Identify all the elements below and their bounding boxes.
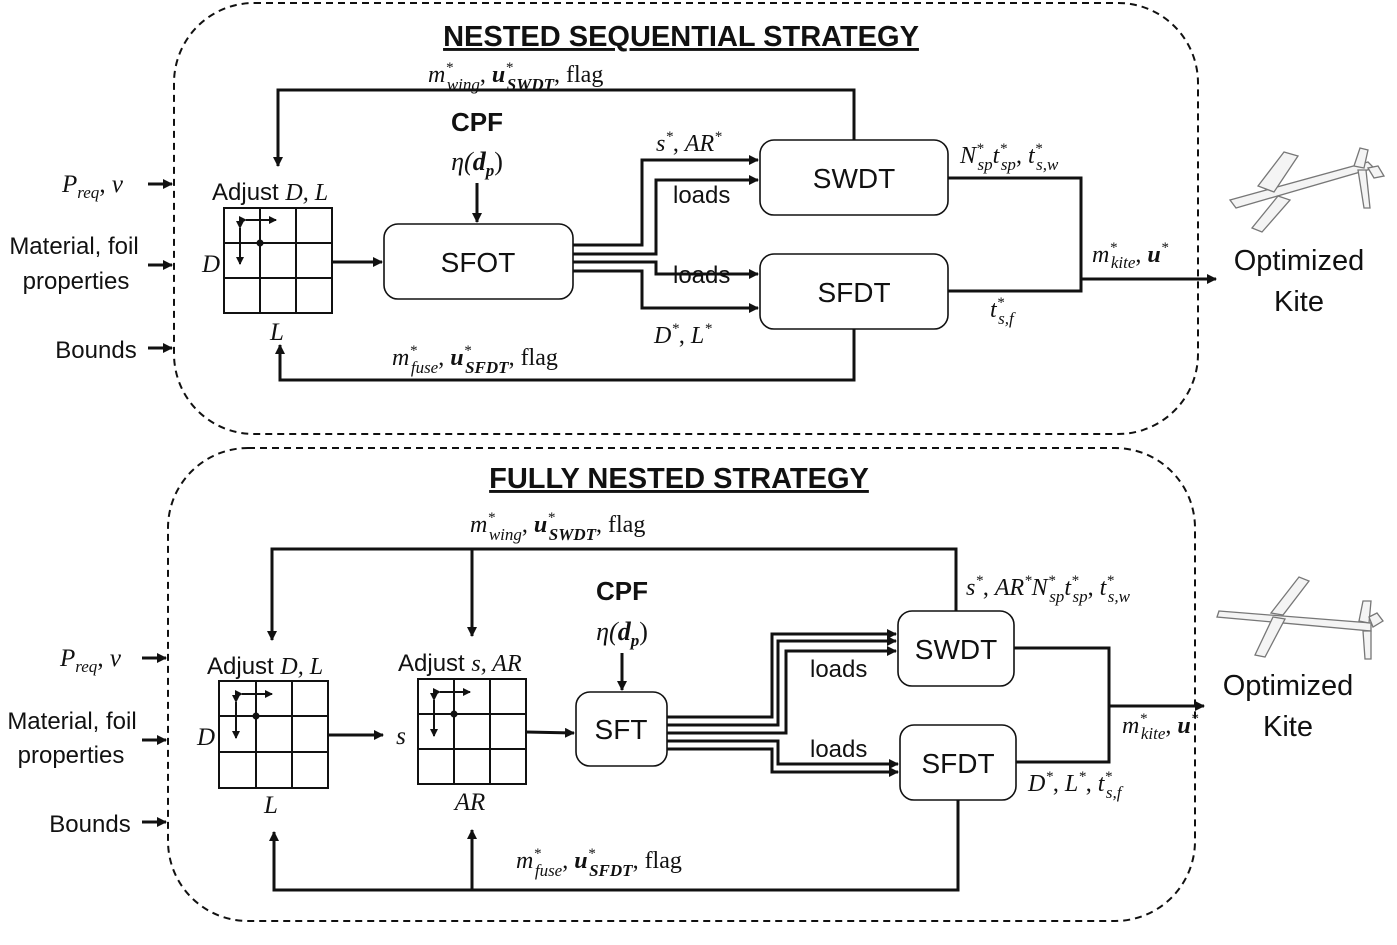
bottom-result-label-1: Optimized — [1223, 670, 1354, 702]
bottom-grid2-col-label: AR — [453, 789, 486, 816]
top-inputs: Preq, v Material, foil properties Bounds — [9, 171, 173, 364]
top-sfdt-label: SFDT — [817, 277, 890, 308]
bottom-fuse-feedback-wire-1 — [269, 800, 960, 892]
top-grid-row-label: D — [201, 251, 220, 278]
top-s-ar-label: s*, AR* — [656, 129, 722, 157]
bottom-panel-title: FULLY NESTED STRATEGY — [489, 463, 869, 495]
bottom-adjust2-label: Adjust s, AR — [398, 650, 522, 677]
top-sfot-output-wires — [573, 155, 759, 313]
top-sfot-label: SFOT — [441, 247, 516, 278]
bottom-loads-label-1: loads — [810, 656, 867, 683]
bottom-swdt-output-wire — [1014, 646, 1111, 706]
bottom-grid2-to-sft-arrow — [525, 727, 575, 738]
top-input-material-2: properties — [23, 268, 130, 295]
top-input-bounds: Bounds — [55, 337, 136, 364]
top-wing-output-label: N*spt*sp, t*s,w — [959, 141, 1059, 174]
bottom-inputs: Preq, v Material, foil properties Bounds — [7, 645, 167, 838]
bottom-kite-output-label: m*kite, u* — [1122, 711, 1199, 743]
top-panel-frame — [173, 2, 1199, 435]
bottom-design-grid-icon-2 — [417, 678, 527, 785]
bottom-wing-feedback-label: m*wing, u*SWDT, flag — [470, 510, 645, 544]
bottom-wing-output-label: s*, AR*N*spt*sp, t*s,w — [966, 573, 1131, 606]
top-panel-title: NESTED SEQUENTIAL STRATEGY — [443, 21, 919, 53]
top-fuse-output-label: t*s,f — [990, 295, 1016, 328]
top-wing-feedback-wire — [273, 88, 856, 167]
bottom-design-grid-icon-1 — [218, 680, 329, 789]
bottom-cpf-eta: η(dp) — [596, 617, 648, 650]
top-loads-label-1: loads — [673, 182, 730, 209]
bottom-kite-icon — [1216, 576, 1384, 660]
bottom-input-bounds: Bounds — [49, 811, 130, 838]
bottom-loads-label-2: loads — [810, 736, 867, 763]
bottom-grid2-row-label: s — [396, 723, 406, 750]
bottom-fuse-feedback-label: m*fuse, u*SFDT, flag — [516, 846, 682, 880]
bottom-swdt-label: SWDT — [915, 634, 997, 665]
top-grid-col-label: L — [269, 319, 284, 346]
top-fuse-feedback-label: m*fuse, u*SFDT, flag — [392, 343, 558, 377]
bottom-fuse-output-label: D*, L*, t*s,f — [1027, 769, 1124, 802]
bottom-sft-output-wires — [667, 629, 899, 777]
bottom-sfdt-output-wire — [1016, 706, 1111, 764]
top-cpf-eta: η(dp) — [451, 147, 503, 180]
bottom-grid1-row-label: D — [196, 724, 215, 751]
bottom-input-power: Preq, v — [59, 645, 122, 676]
bottom-sfdt-label: SFDT — [921, 748, 994, 779]
top-result-label-1: Optimized — [1234, 245, 1365, 277]
bottom-wing-feedback-wire-1 — [267, 547, 958, 641]
top-design-grid-icon — [223, 207, 333, 314]
top-adjust-label: Adjust D, L — [212, 179, 328, 206]
top-fuse-feedback-wire — [275, 329, 856, 382]
top-input-power: Preq, v — [61, 171, 124, 202]
bottom-cpf-label: CPF — [596, 576, 648, 606]
top-input-material-1: Material, foil — [9, 233, 138, 260]
top-d-l-label: D*, L* — [653, 321, 712, 349]
top-swdt-output-wire — [948, 176, 1083, 279]
top-sfdt-output-wire — [948, 279, 1083, 293]
bottom-input-material-1: Material, foil — [7, 708, 136, 735]
bottom-input-material-2: properties — [18, 742, 125, 769]
bottom-grid1-col-label: L — [263, 792, 278, 819]
bottom-result-label-2: Kite — [1263, 711, 1313, 743]
bottom-sft-block — [575, 691, 668, 767]
bottom-adjust1-label: Adjust D, L — [207, 653, 323, 680]
top-result-label-2: Kite — [1274, 286, 1324, 318]
top-kite-output-label: m*kite, u* — [1092, 240, 1169, 272]
bottom-panel-frame — [167, 447, 1196, 922]
top-cpf-label: CPF — [451, 107, 503, 137]
top-loads-label-2: loads — [673, 262, 730, 289]
top-swdt-label: SWDT — [813, 163, 895, 194]
top-panel: NESTED SEQUENTIAL STRATEGY m*wing, u*SWD… — [173, 2, 1386, 435]
top-kite-icon — [1228, 147, 1386, 233]
bottom-sft-label: SFT — [595, 714, 648, 745]
bottom-panel: FULLY NESTED STRATEGY m*wing, u*SWDT, fl… — [167, 447, 1384, 922]
